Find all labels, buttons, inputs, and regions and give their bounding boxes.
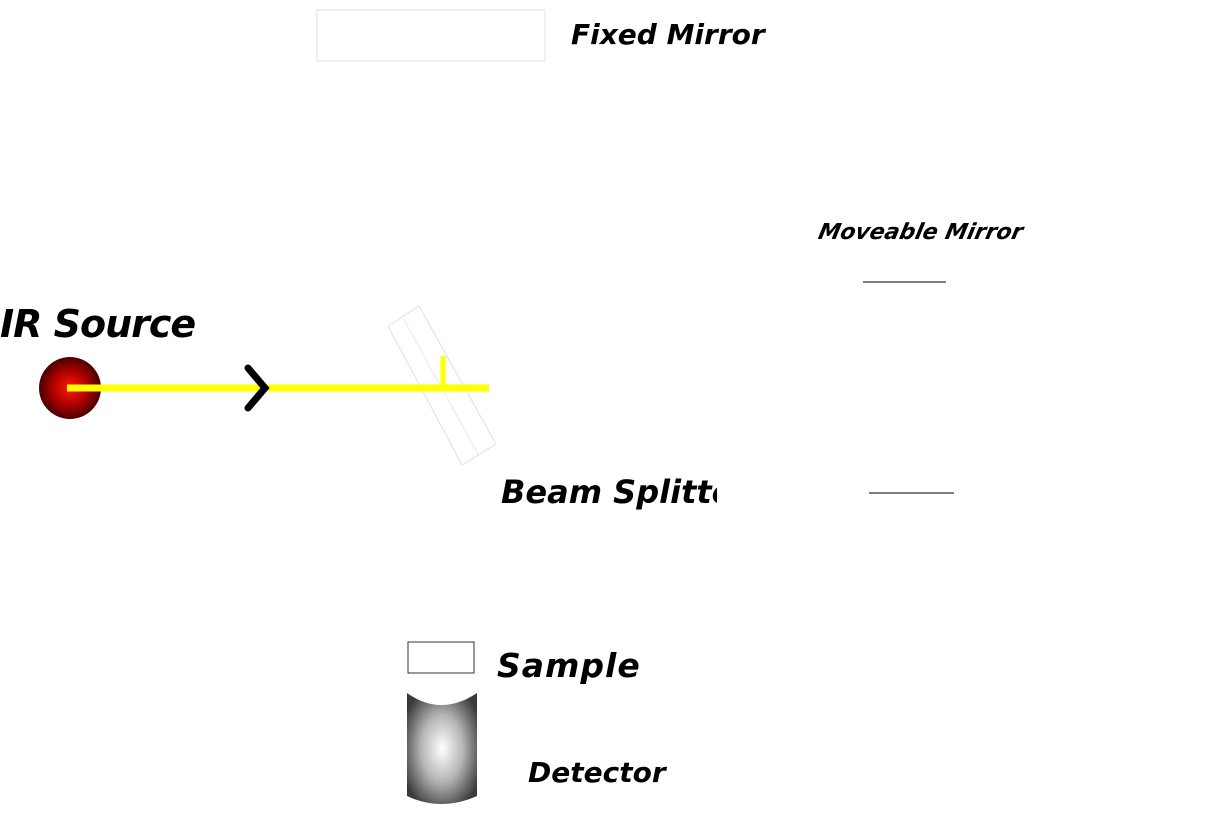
detector-label: Detector: [528, 756, 668, 789]
ir-source-label: IR Source: [0, 302, 195, 346]
sample-label: Sample: [497, 646, 641, 685]
fixed-mirror-label: Fixed Mirror: [571, 18, 767, 51]
fixed-mirror: [316, 9, 546, 62]
beam-splitter-label: Beam Splitter: [501, 473, 751, 511]
moveable-mirror-label: Moveable Mirror: [816, 219, 1027, 245]
beam-direction-arrow-icon: [244, 364, 270, 412]
detector: [407, 693, 477, 804]
sample: [407, 641, 475, 674]
